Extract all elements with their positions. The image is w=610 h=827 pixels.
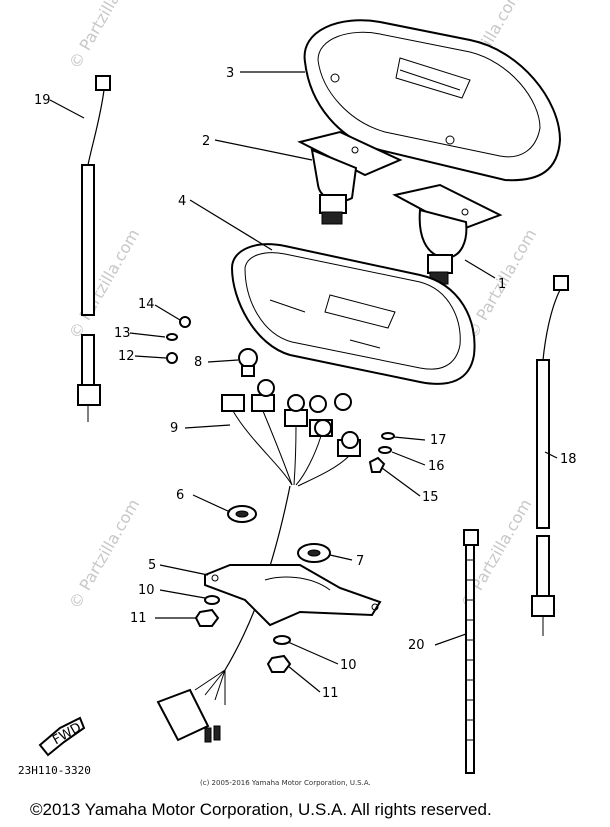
washer-17[interactable] (381, 432, 395, 440)
callout-16: 16 (428, 459, 445, 474)
nut-11a[interactable] (194, 608, 220, 627)
meter-cable-18[interactable] (531, 275, 569, 636)
damper[interactable] (297, 543, 331, 563)
callout-18: 18 (560, 452, 577, 467)
speedometer-unit[interactable] (297, 130, 403, 225)
callout-15: 15 (422, 490, 439, 505)
watermark: © Partzilla.com (65, 226, 143, 342)
meter-cable-19[interactable] (77, 75, 111, 422)
copyright-notice: ©2013 Yamaha Motor Corporation, U.S.A. A… (30, 800, 492, 819)
callout-1: 1 (498, 277, 506, 292)
callout-10b: 10 (340, 658, 357, 673)
callout-5: 5 (148, 558, 156, 573)
callout-9: 9 (170, 421, 178, 436)
meter-bracket[interactable] (204, 564, 382, 627)
nut-15[interactable] (368, 456, 386, 473)
meter-case-inner[interactable] (230, 243, 476, 385)
callout-4: 4 (178, 194, 186, 209)
callout-8: 8 (194, 355, 202, 370)
tachometer-unit[interactable] (392, 183, 503, 285)
fwd-arrow: FWD (38, 716, 86, 757)
washer-16[interactable] (378, 446, 392, 454)
washer-10a[interactable] (204, 595, 220, 605)
callout-6: 6 (176, 488, 184, 503)
callouts: 3 2 4 1 19 18 14 13 12 8 9 6 5 10 11 7 1… (34, 66, 577, 701)
washer-13[interactable] (166, 333, 178, 341)
bulb[interactable] (238, 348, 258, 377)
callout-17: 17 (430, 433, 447, 448)
screw-14[interactable] (179, 316, 191, 328)
callout-2: 2 (202, 134, 210, 149)
copyright-small: (c) 2005-2016 Yamaha Motor Corporation, … (200, 779, 371, 787)
wire-connector[interactable] (156, 669, 226, 743)
callout-19: 19 (34, 93, 51, 108)
washer-10b[interactable] (273, 635, 291, 645)
callout-13: 13 (114, 326, 131, 341)
screw-12[interactable] (166, 352, 178, 364)
meter-case-outer[interactable] (303, 19, 562, 182)
watermark: © Partzilla.com (65, 0, 143, 72)
callout-14: 14 (138, 297, 155, 312)
socket-harness[interactable] (221, 379, 361, 671)
callout-12: 12 (118, 349, 135, 364)
grommet[interactable] (227, 505, 257, 523)
callout-11a: 11 (130, 611, 147, 626)
cable-tie[interactable] (463, 529, 479, 774)
callout-11b: 11 (322, 686, 339, 701)
leader-lines (49, 71, 558, 693)
nut-11b[interactable] (266, 654, 292, 673)
diagram-code: 23H110-3320 (18, 764, 91, 777)
callout-20: 20 (408, 638, 425, 653)
callout-10a: 10 (138, 583, 155, 598)
watermark: © Partzilla.com (65, 496, 143, 612)
callout-3: 3 (226, 66, 234, 81)
callout-7: 7 (356, 554, 364, 569)
